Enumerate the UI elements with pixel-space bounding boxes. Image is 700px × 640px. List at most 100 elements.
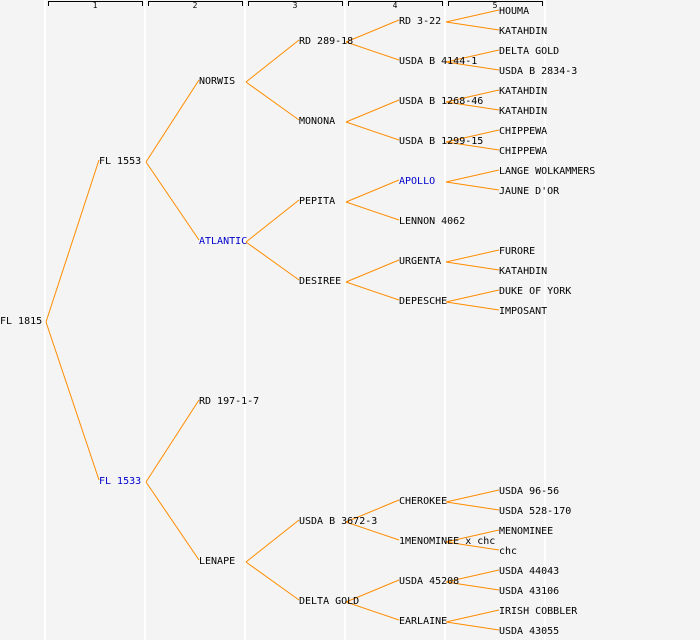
pedigree-node[interactable]: FL 1533	[99, 476, 142, 487]
pedigree-node[interactable]: USDA B 2834-3	[499, 66, 578, 77]
column-separator	[544, 0, 546, 640]
connector-line	[345, 601, 400, 621]
pedigree-node[interactable]: KATAHDIN	[499, 26, 548, 37]
generation-header-bracket	[248, 1, 343, 6]
connector-line	[445, 141, 500, 151]
generation-header-label: 2	[192, 1, 198, 10]
connector-line	[445, 49, 500, 63]
column-separator	[444, 0, 446, 640]
generation-header-bracket	[48, 1, 143, 6]
pedigree-node[interactable]: USDA 43055	[499, 626, 560, 637]
pedigree-node[interactable]: USDA 528-170	[499, 506, 572, 517]
pedigree-node[interactable]: LANGE WOLKAMMERS	[499, 166, 596, 177]
pedigree-node[interactable]: USDA B 1299-15	[399, 136, 484, 147]
pedigree-node[interactable]: USDA B 4144-1	[399, 56, 478, 67]
pedigree-node[interactable]: 1MENOMINEE x chc	[399, 536, 496, 547]
connector-line	[445, 101, 500, 111]
pedigree-node[interactable]: USDA 96-56	[499, 486, 560, 497]
column-separator	[244, 0, 246, 640]
pedigree-node[interactable]: CHIPPEWA	[499, 146, 548, 157]
pedigree-node[interactable]: DEPESCHE	[399, 296, 448, 307]
pedigree-node[interactable]: MENOMINEE	[499, 526, 554, 537]
pedigree-node[interactable]: CHIPPEWA	[499, 126, 548, 137]
pedigree-node[interactable]: USDA 44043	[499, 566, 560, 577]
pedigree-node[interactable]: USDA 45208	[399, 576, 460, 587]
pedigree-node[interactable]: CHEROKEE	[399, 496, 448, 507]
pedigree-node[interactable]: IMPOSANT	[499, 306, 548, 317]
pedigree-node[interactable]: FL 1815	[0, 316, 43, 327]
pedigree-node[interactable]: NORWIS	[199, 76, 236, 87]
connector-line	[445, 289, 500, 303]
generation-header-bracket	[348, 1, 443, 6]
connector-line	[245, 81, 300, 121]
connector-line	[145, 399, 200, 483]
connector-line	[445, 21, 500, 31]
pedigree-node[interactable]: FL 1553	[99, 156, 142, 167]
connector-line	[245, 39, 300, 83]
pedigree-node[interactable]: chc	[499, 546, 518, 557]
pedigree-node[interactable]: LENNON 4062	[399, 216, 466, 227]
connector-line	[445, 501, 500, 511]
connector-line	[345, 19, 400, 43]
connector-line	[245, 199, 300, 243]
connector-line	[345, 499, 400, 523]
connector-line	[445, 249, 500, 263]
connector-line	[345, 41, 400, 61]
pedigree-node[interactable]: DELTA GOLD	[499, 46, 560, 57]
pedigree-node[interactable]: LENAPE	[199, 556, 236, 567]
pedigree-node[interactable]: RD 3-22	[399, 16, 442, 27]
connector-line	[145, 79, 200, 163]
connector-line	[345, 579, 400, 603]
pedigree-node[interactable]: RD 289-18	[299, 36, 354, 47]
pedigree-node[interactable]: APOLLO	[399, 176, 436, 187]
connector-line	[345, 259, 400, 283]
connector-line	[345, 281, 400, 301]
pedigree-node[interactable]: USDA B 1268-46	[399, 96, 484, 107]
pedigree-node[interactable]: DESIREE	[299, 276, 342, 287]
connector-line	[245, 561, 300, 601]
connector-line	[245, 241, 300, 281]
generation-header-label: 4	[392, 1, 398, 10]
pedigree-node[interactable]: USDA B 3672-3	[299, 516, 378, 527]
connector-line	[445, 181, 500, 191]
pedigree-node[interactable]: MONONA	[299, 116, 336, 127]
pedigree-node[interactable]: ATLANTIC	[199, 236, 248, 247]
connector-line	[445, 261, 500, 271]
column-separator	[144, 0, 146, 640]
pedigree-node[interactable]: DUKE OF YORK	[499, 286, 572, 297]
connector-line	[245, 519, 300, 563]
generation-header-label: 3	[292, 1, 298, 10]
pedigree-node[interactable]: RD 197-1-7	[199, 396, 260, 407]
connector-line	[145, 481, 200, 561]
generation-header-label: 1	[92, 1, 98, 10]
pedigree-node[interactable]: KATAHDIN	[499, 86, 548, 97]
connector-line	[445, 89, 500, 103]
pedigree-node[interactable]: USDA 43106	[499, 586, 560, 597]
column-separator	[44, 0, 46, 640]
connector-line	[345, 201, 400, 221]
connector-line	[145, 161, 200, 241]
pedigree-node[interactable]: URGENTA	[399, 256, 442, 267]
connector-line	[345, 179, 400, 203]
pedigree-node[interactable]: FURORE	[499, 246, 536, 257]
connector-line	[345, 521, 400, 541]
connector-line	[445, 301, 500, 311]
connector-line	[45, 321, 100, 481]
connector-line	[445, 529, 500, 543]
pedigree-node[interactable]: EARLAINE	[399, 616, 448, 627]
connector-line	[445, 569, 500, 583]
connector-line	[445, 129, 500, 143]
connector-line	[45, 159, 100, 323]
pedigree-node[interactable]: KATAHDIN	[499, 106, 548, 117]
pedigree-node[interactable]: PEPITA	[299, 196, 336, 207]
connector-line	[445, 61, 500, 71]
pedigree-node[interactable]: IRISH COBBLER	[499, 606, 578, 617]
pedigree-node[interactable]: KATAHDIN	[499, 266, 548, 277]
pedigree-node[interactable]: JAUNE D'OR	[499, 186, 560, 197]
pedigree-node[interactable]: HOUMA	[499, 6, 530, 17]
generation-header-label: 5	[492, 1, 498, 10]
pedigree-node[interactable]: DELTA GOLD	[299, 596, 360, 607]
connector-line	[445, 621, 500, 631]
connector-line	[445, 9, 500, 23]
